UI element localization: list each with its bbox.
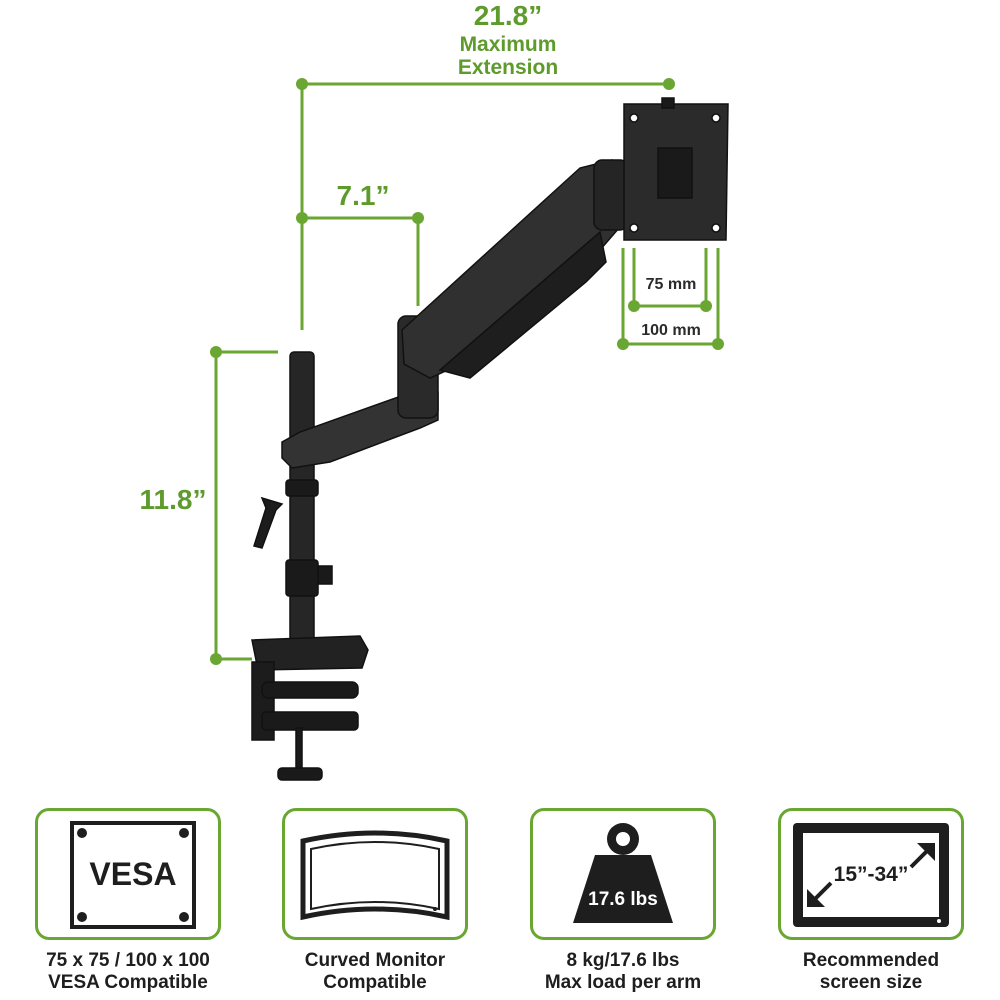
vesa-small-value: 75 mm [645, 276, 697, 293]
curved-monitor-icon [300, 830, 450, 921]
feature-screen-size-box: 15”-34” [778, 808, 964, 940]
feature-screen-size-caption-line1: Recommended [802, 950, 940, 971]
feature-vesa-box: VESA [35, 808, 221, 940]
feature-curved-caption-line2: Compatible [323, 972, 427, 993]
weight-icon-text: 17.6 lbs [588, 889, 658, 910]
screen-size-icon-text: 15”-34” [833, 863, 909, 886]
feature-curved-caption: Curved Monitor Compatible [257, 950, 493, 994]
arm-offset-dimension [296, 212, 424, 306]
weight-icon [573, 823, 673, 923]
feature-curved-box [282, 808, 468, 940]
max-extension-value: 21.8” [473, 0, 543, 31]
vesa-icon [70, 821, 196, 929]
feature-load-caption-line2: Max load per arm [544, 972, 702, 993]
pole-height-value: 11.8” [139, 484, 207, 515]
feature-load-caption-line1: 8 kg/17.6 lbs [566, 950, 680, 971]
feature-vesa-caption-line2: VESA Compatible [48, 972, 208, 993]
feature-curved-caption-line1: Curved Monitor [304, 950, 446, 971]
vesa-icon-text: VESA [89, 856, 177, 892]
feature-vesa-caption: 75 x 75 / 100 x 100 VESA Compatible [10, 950, 246, 994]
pole [289, 351, 315, 653]
feature-load-caption: 8 kg/17.6 lbs Max load per arm [505, 950, 741, 994]
max-extension-label-line2: Extension [457, 56, 559, 79]
feature-screen-size-caption: Recommended screen size [753, 950, 989, 994]
feature-load-box: 17.6 lbs [530, 808, 716, 940]
product-diagram [210, 78, 729, 781]
max-extension-dimension [296, 78, 675, 330]
feature-vesa-caption-line1: 75 x 75 / 100 x 100 [46, 950, 210, 971]
monitor-arm [251, 97, 729, 781]
max-extension-label-line1: Maximum [459, 33, 557, 56]
vesa-large-value: 100 mm [641, 322, 701, 339]
arm-offset-value: 7.1” [336, 180, 390, 211]
feature-screen-size-caption-line2: screen size [819, 972, 923, 993]
vesa-dimension [617, 248, 724, 350]
pole-height-dimension [210, 346, 278, 665]
screen-size-icon [793, 823, 949, 927]
